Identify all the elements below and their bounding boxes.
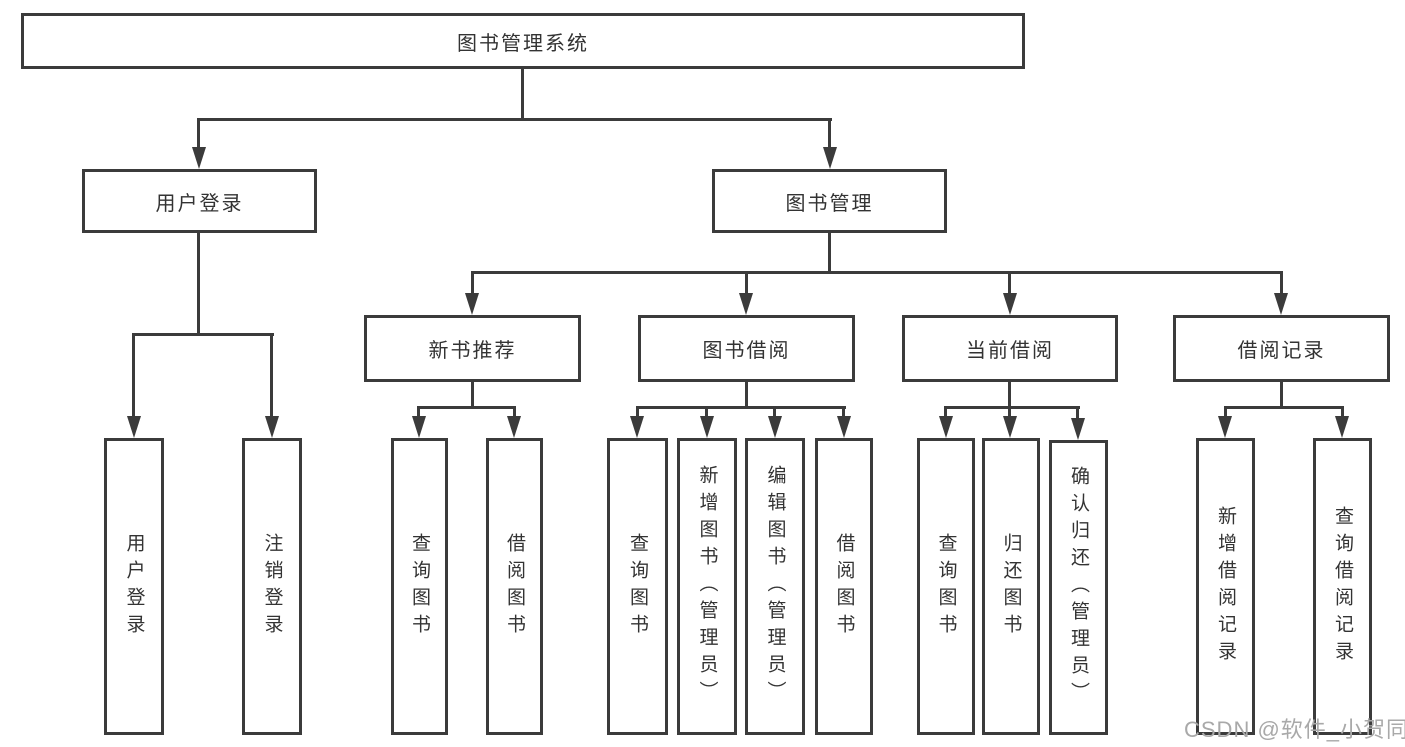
connector-stub — [842, 406, 845, 417]
connector-stub — [513, 406, 516, 417]
connector-stub — [705, 406, 708, 417]
node-label: 用户登录 — [155, 192, 244, 215]
node-leaf-borrow-books-1: 借阅图书 — [486, 438, 543, 735]
arrowhead-icon — [465, 293, 479, 315]
node-user-login: 用户登录 — [82, 169, 317, 233]
node-label: 用户登录 — [123, 532, 145, 641]
connector-userlogin-distributor — [132, 333, 274, 336]
arrowhead-icon — [1335, 416, 1349, 438]
arrowhead-icon — [1003, 416, 1017, 438]
connector-stub — [1076, 406, 1079, 419]
connector-stub — [1008, 271, 1011, 296]
connector-distributor — [417, 406, 516, 409]
node-label: 新书推荐 — [428, 340, 517, 362]
connector-stub — [773, 406, 776, 417]
connector-stub — [944, 406, 947, 417]
connector-stub — [1008, 406, 1011, 417]
arrowhead-icon — [265, 416, 279, 438]
node-borrow-records: 借阅记录 — [1173, 315, 1390, 382]
connector-stub — [270, 333, 273, 418]
node-book-borrowing: 图书借阅 — [638, 315, 855, 382]
connector-userlogin-stem — [197, 233, 200, 336]
node-leaf-add-borrow-record: 新增借阅记录 — [1196, 438, 1255, 735]
connector-stub — [1341, 406, 1344, 417]
arrowhead-icon — [1003, 293, 1017, 315]
node-label: 当前借阅 — [966, 340, 1054, 362]
node-label: 图书管理系统 — [457, 32, 589, 55]
connector-stub — [471, 271, 474, 296]
connector-stub — [828, 118, 831, 149]
node-label: 查询图书 — [935, 532, 957, 641]
node-leaf-query-borrow-record: 查询借阅记录 — [1313, 438, 1372, 735]
connector-stem — [745, 382, 748, 408]
arrowhead-icon — [192, 147, 206, 169]
node-label: 编辑图书（管理员） — [764, 465, 786, 708]
arrowhead-icon — [739, 293, 753, 315]
connector-root-stem — [521, 68, 524, 121]
arrowhead-icon — [1218, 416, 1232, 438]
arrowhead-icon — [127, 416, 141, 438]
node-label: 图书管理 — [785, 192, 874, 215]
node-label: 归还图书 — [1000, 532, 1022, 641]
arrowhead-icon — [1274, 293, 1288, 315]
arrowhead-icon — [412, 416, 426, 438]
node-label: 借阅图书 — [504, 532, 525, 641]
node-label: 图书借阅 — [702, 340, 791, 362]
node-label: 新增借阅记录 — [1215, 505, 1236, 668]
node-leaf-query-books-2: 查询图书 — [607, 438, 668, 735]
node-new-book-recommend: 新书推荐 — [364, 315, 581, 382]
connector-stub — [1224, 406, 1227, 417]
connector-distributor — [1224, 406, 1344, 409]
node-library-system: 图书管理系统 — [21, 13, 1025, 69]
node-label: 借阅图书 — [833, 532, 855, 641]
node-leaf-query-books-3: 查询图书 — [917, 438, 975, 735]
connector-stub — [636, 406, 639, 417]
arrowhead-icon — [823, 147, 837, 169]
arrowhead-icon — [837, 416, 851, 438]
node-label: 注销登录 — [261, 532, 283, 641]
connector-distributor — [944, 406, 1080, 409]
connector-stub — [417, 406, 420, 417]
node-leaf-return-books: 归还图书 — [982, 438, 1040, 735]
node-label: 确认归还（管理员） — [1068, 466, 1089, 709]
arrowhead-icon — [939, 416, 953, 438]
arrowhead-icon — [1071, 418, 1085, 440]
node-leaf-query-books-1: 查询图书 — [391, 438, 448, 735]
connector-l2-distributor — [197, 118, 832, 121]
node-label: 新增图书（管理员） — [696, 465, 718, 708]
connector-stem — [471, 382, 474, 408]
connector-stub — [132, 333, 135, 418]
node-label: 查询图书 — [627, 532, 648, 641]
arrowhead-icon — [507, 416, 521, 438]
csdn-watermark: CSDN @软件_小贺同学 — [1184, 717, 1405, 742]
connector-stem — [1008, 382, 1011, 408]
node-label: 查询图书 — [409, 532, 430, 641]
node-leaf-borrow-books-2: 借阅图书 — [815, 438, 873, 735]
node-leaf-user-login: 用户登录 — [104, 438, 164, 735]
arrowhead-icon — [700, 416, 714, 438]
node-book-management: 图书管理 — [712, 169, 947, 233]
node-leaf-add-book-admin: 新增图书（管理员） — [677, 438, 737, 735]
node-current-borrowing: 当前借阅 — [902, 315, 1118, 382]
node-leaf-confirm-return-admin: 确认归还（管理员） — [1049, 440, 1108, 735]
connector-stub — [1280, 271, 1283, 296]
arrowhead-icon — [630, 416, 644, 438]
connector-stub — [745, 271, 748, 296]
node-leaf-logout: 注销登录 — [242, 438, 302, 735]
connector-l3-distributor — [471, 271, 1283, 274]
node-label: 查询借阅记录 — [1332, 505, 1353, 668]
connector-stub — [197, 118, 200, 149]
arrowhead-icon — [768, 416, 782, 438]
connector-stem — [1280, 382, 1283, 408]
connector-bookmgmt-stem — [828, 233, 831, 274]
node-leaf-edit-book-admin: 编辑图书（管理员） — [745, 438, 805, 735]
connector-distributor — [636, 406, 846, 409]
node-label: 借阅记录 — [1237, 340, 1326, 362]
